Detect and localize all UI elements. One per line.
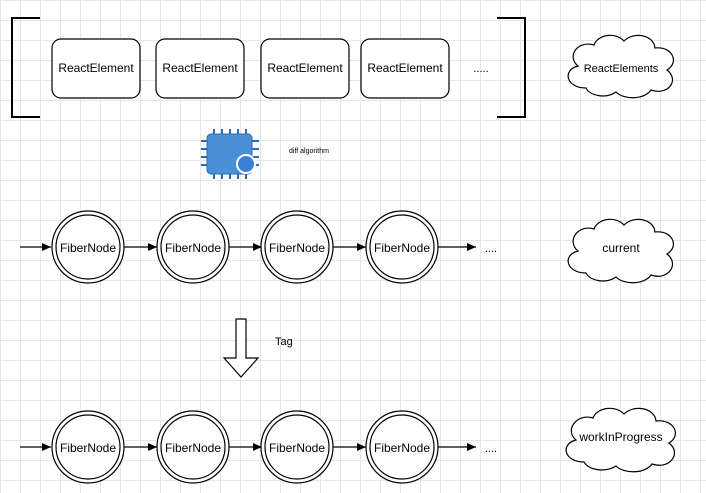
cloud-shape xyxy=(567,34,674,99)
fiber-node: FiberNode xyxy=(260,210,334,284)
react-elements-ellipsis: ..... xyxy=(473,63,488,75)
react-element-box: ReactElement xyxy=(51,38,141,99)
react-element-label: ReactElement xyxy=(367,61,443,75)
cloud-current: current xyxy=(567,218,674,284)
fiber-node-label: FiberNode xyxy=(165,441,221,455)
react-element-label: ReactElement xyxy=(162,61,238,75)
fiber-node-label: FiberNode xyxy=(374,241,430,255)
cloud-label: ReactElements xyxy=(584,63,659,75)
fiber-node: FiberNode xyxy=(51,210,125,284)
wip-fiber-row: FiberNode FiberNode FiberNode FiberNode … xyxy=(20,410,497,484)
react-element-box: ReactElement xyxy=(360,38,450,99)
tag-down-arrow xyxy=(222,318,260,378)
cloud-label: current xyxy=(602,241,640,255)
react-elements-array: ReactElement ReactElement ReactElement R… xyxy=(11,17,526,118)
fiber-node: FiberNode xyxy=(156,410,230,484)
react-element-label: ReactElement xyxy=(58,61,134,75)
right-bracket xyxy=(497,17,526,118)
cloud-shape xyxy=(567,218,674,284)
cpu-chip-icon xyxy=(201,129,259,179)
cloud-label: workInProgress xyxy=(578,430,662,444)
current-fiber-row: FiberNode FiberNode FiberNode FiberNode … xyxy=(20,210,497,284)
fiber-node-label: FiberNode xyxy=(269,441,325,455)
fiber-node-label: FiberNode xyxy=(60,441,116,455)
fiber-node-label: FiberNode xyxy=(269,241,325,255)
fiber-node: FiberNode xyxy=(365,410,439,484)
fiber-node-label: FiberNode xyxy=(165,241,221,255)
cloud-work-in-progress: workInProgress xyxy=(565,407,676,473)
fiber-node: FiberNode xyxy=(51,410,125,484)
tag-label: Tag xyxy=(275,336,293,348)
diff-algorithm-label: diff algorithm xyxy=(289,148,329,155)
fiber-node: FiberNode xyxy=(156,210,230,284)
fiber-node-label: FiberNode xyxy=(60,241,116,255)
fiber-node: FiberNode xyxy=(260,410,334,484)
react-element-box: ReactElement xyxy=(155,38,245,99)
current-row-ellipsis: .... xyxy=(485,243,497,255)
cloud-shape xyxy=(565,407,676,473)
fiber-node-label: FiberNode xyxy=(374,441,430,455)
react-element-label: ReactElement xyxy=(267,61,343,75)
fiber-node: FiberNode xyxy=(365,210,439,284)
cloud-react-elements: ReactElements xyxy=(567,34,674,99)
wip-row-ellipsis: .... xyxy=(485,443,497,455)
react-element-box: ReactElement xyxy=(260,38,350,99)
left-bracket xyxy=(11,17,40,118)
